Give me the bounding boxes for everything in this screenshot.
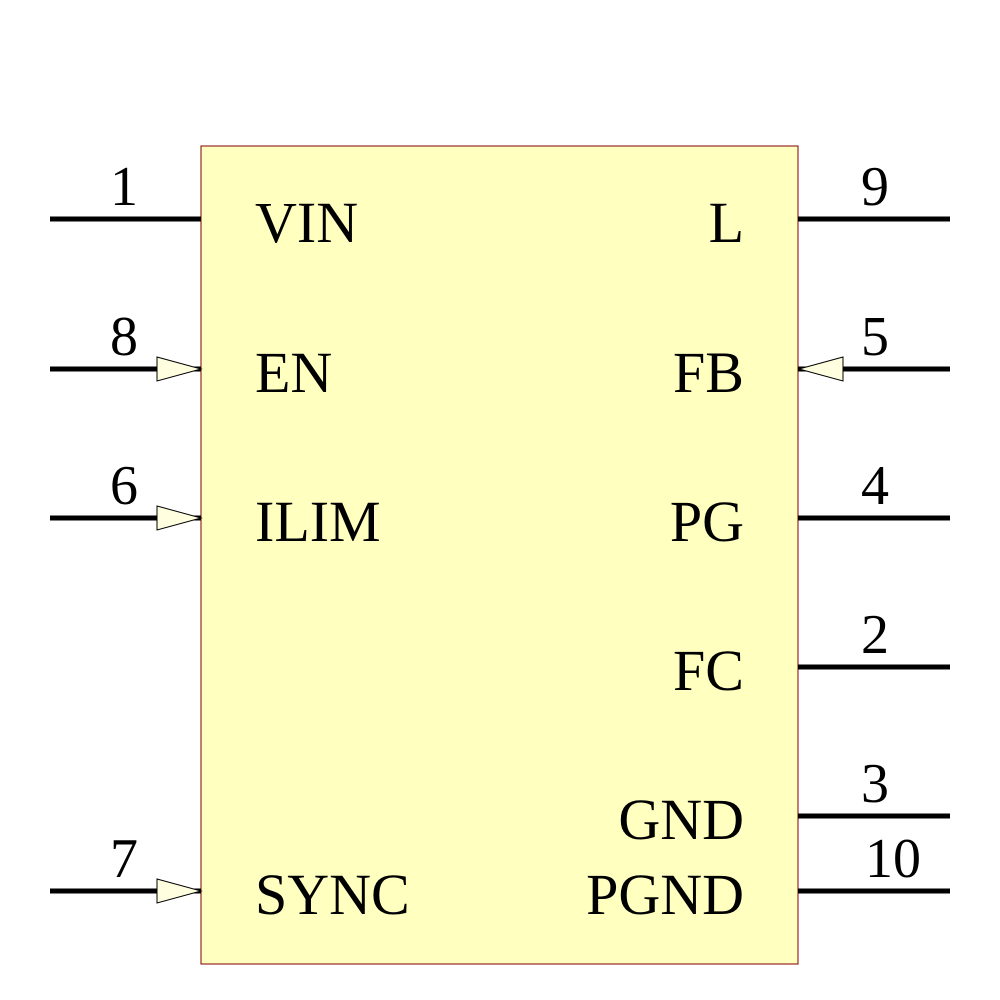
pin-1-vin: 1 VIN [50, 156, 358, 255]
pin-5-fb: 5 FB [673, 306, 950, 405]
input-arrow-icon [156, 505, 203, 531]
pin-3-gnd: 3 GND [618, 753, 950, 852]
pin-number: 5 [861, 306, 889, 368]
pin-label: FB [673, 340, 744, 405]
input-arrow-icon [797, 356, 844, 382]
input-arrow-icon [156, 878, 203, 904]
pin-label: PG [670, 489, 744, 554]
pin-label: VIN [255, 190, 358, 255]
pin-number: 6 [110, 455, 138, 517]
pin-label: SYNC [255, 862, 410, 927]
pin-label: ILIM [255, 489, 381, 554]
pin-number: 3 [861, 753, 889, 815]
pin-9-l: 9 L [709, 156, 950, 255]
pin-7-sync: 7 SYNC [50, 828, 410, 927]
component-body [200, 145, 799, 965]
pin-number: 1 [110, 156, 138, 218]
pin-8-en: 8 EN [50, 306, 332, 405]
pin-10-pgnd: 10 PGND [586, 828, 950, 927]
pin-number: 4 [861, 455, 889, 517]
pin-label: L [709, 190, 744, 255]
pin-number: 9 [861, 156, 889, 218]
pin-2-fc: 2 FC [673, 604, 950, 703]
pin-label: FC [673, 638, 744, 703]
pin-label: PGND [586, 862, 744, 927]
pin-number: 2 [861, 604, 889, 666]
input-arrow-icon [156, 356, 203, 382]
pin-4-pg: 4 PG [670, 455, 950, 554]
pin-number: 7 [110, 828, 138, 890]
pin-number: 10 [865, 828, 921, 890]
pin-6-ilim: 6 ILIM [50, 455, 381, 554]
pin-number: 8 [110, 306, 138, 368]
pin-label: GND [618, 787, 744, 852]
pin-label: EN [255, 340, 332, 405]
